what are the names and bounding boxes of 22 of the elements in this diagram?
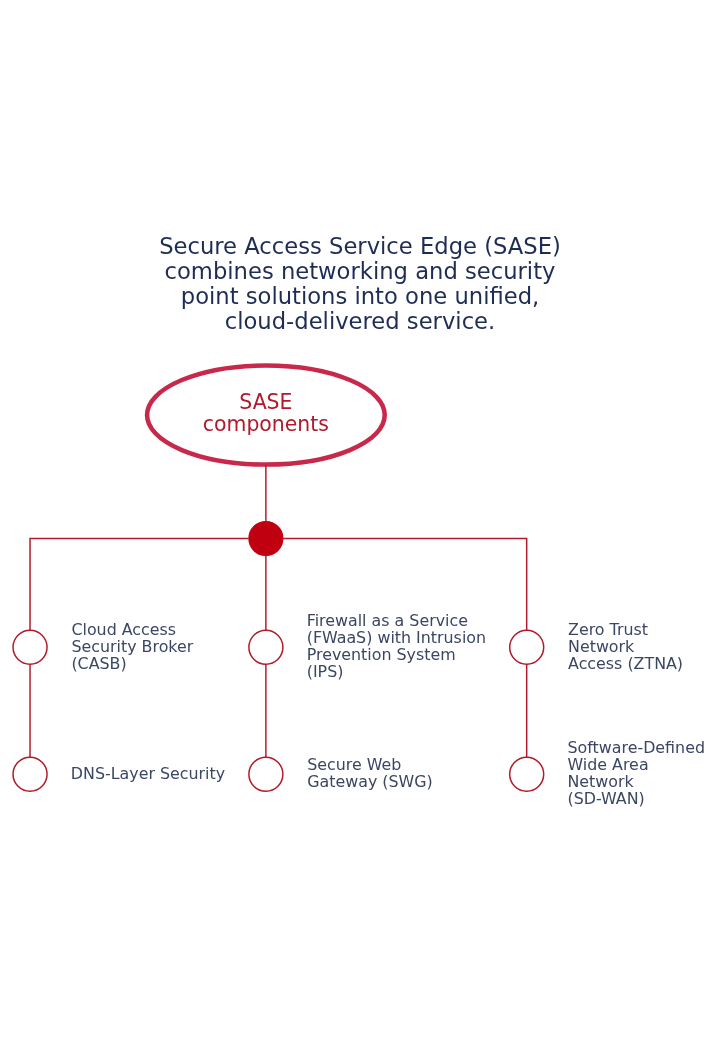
node-label: DNS-Layer Security	[70, 763, 226, 783]
node-label: Cloud Access Security Broker (CASB)	[71, 619, 194, 673]
node-circle	[248, 756, 284, 792]
connector	[29, 663, 31, 758]
node-circle	[12, 756, 48, 792]
connector	[525, 663, 528, 758]
node-label: Zero Trust Network Access (ZTNA)	[568, 619, 684, 673]
connector	[265, 663, 267, 758]
node-label: Secure Web Gateway (SWG)	[307, 754, 433, 791]
node-label: Firewall as a Service (FWaaS) with Intrusion Prevention System (IPS)	[306, 610, 487, 681]
node-circle	[508, 756, 545, 792]
connector	[265, 463, 267, 522]
connector	[29, 537, 250, 631]
node-circle	[12, 629, 48, 665]
node-label: Software-Defined Wide Area Network (SD-WAN)	[567, 737, 705, 808]
connector	[282, 537, 528, 631]
node-circle	[248, 629, 284, 665]
node-circle	[248, 520, 284, 556]
node-ellipse: SASE components	[144, 362, 387, 467]
node-circle	[508, 629, 545, 665]
connector	[265, 554, 267, 631]
diagram-title: Secure Access Service Edge (SASE) combines networking and security point solutions into one unified, cloud-delivered service.	[159, 232, 561, 334]
